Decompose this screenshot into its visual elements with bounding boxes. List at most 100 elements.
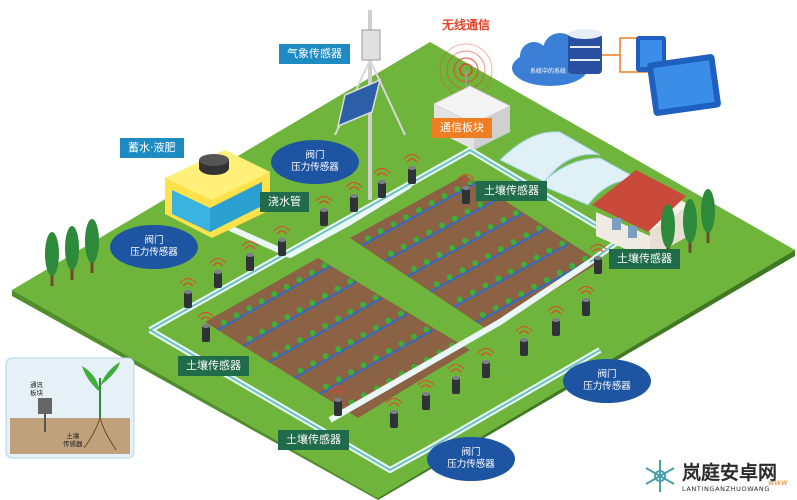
plant	[297, 367, 304, 374]
valve-sensor	[547, 306, 565, 336]
plant	[335, 376, 342, 383]
plant	[308, 269, 315, 276]
plant	[533, 254, 540, 261]
plant	[413, 236, 420, 243]
inset-comm-line1: 通讯	[30, 381, 43, 389]
watermark-url: www	[768, 478, 788, 487]
plant	[518, 290, 525, 297]
plant	[523, 232, 530, 239]
plant	[400, 243, 407, 250]
inset-soil-line1: 土壤	[66, 432, 80, 440]
plant	[283, 283, 290, 290]
plant	[372, 294, 379, 301]
plant	[482, 282, 489, 289]
plant	[556, 269, 563, 276]
tree	[45, 232, 59, 286]
watermark: 岚庭安卓网 LANTINGANZHUOWANG www	[640, 452, 796, 498]
cloud-label: 系统中的系统	[530, 68, 567, 75]
tablet-icon	[647, 54, 721, 116]
drip-line	[319, 329, 434, 395]
valve-sensor	[589, 244, 607, 274]
valve-sensor	[477, 348, 495, 378]
watermark-cn: 岚庭安卓网	[682, 462, 778, 484]
plant	[500, 216, 507, 223]
valve-sensor	[273, 226, 291, 256]
valve-sensor	[197, 312, 215, 342]
plant	[449, 244, 456, 251]
plant	[321, 292, 328, 299]
plant	[322, 323, 329, 329]
plant	[454, 186, 461, 193]
tree	[85, 219, 99, 273]
plant	[397, 310, 404, 317]
watermark-logo-icon	[645, 460, 675, 492]
valve-bubble-1: 阀门 压力传感器	[271, 140, 359, 184]
plant	[221, 319, 228, 326]
valve-bubble-2: 阀门 压力传感器	[110, 225, 198, 269]
plant	[347, 308, 354, 315]
plant	[459, 267, 466, 274]
inset-comm-line2: 板块	[30, 389, 43, 397]
plant	[323, 383, 330, 390]
plant	[373, 355, 380, 361]
plant	[559, 240, 566, 247]
plant	[520, 261, 527, 268]
soil-sensor-tag-3: 土壤传感器	[178, 356, 249, 376]
plant	[322, 353, 329, 360]
greenhouse	[499, 131, 641, 206]
plant	[436, 251, 443, 258]
valve-bubble-line2: 压力传感器	[130, 247, 178, 258]
plant	[309, 299, 316, 306]
plant	[505, 297, 512, 304]
plant	[259, 328, 266, 335]
weather-sensor-tag: 气象传感器	[279, 44, 350, 64]
plant	[387, 250, 394, 257]
plant	[479, 311, 486, 318]
drip-line	[242, 281, 357, 347]
plant	[546, 247, 553, 254]
drip-line	[268, 297, 383, 363]
plant	[321, 262, 328, 269]
plant	[271, 291, 278, 297]
plant	[416, 207, 422, 214]
plant	[469, 289, 476, 296]
plant	[233, 312, 240, 319]
plant	[543, 276, 550, 283]
inset-soil-label: 土壤 传感器	[63, 432, 83, 448]
plant	[403, 214, 410, 221]
plant	[513, 209, 520, 216]
tree	[65, 226, 79, 280]
plant	[569, 262, 576, 269]
plant	[347, 339, 354, 345]
plant	[467, 179, 474, 186]
plant	[296, 276, 303, 283]
wireless-title: 无线通信	[442, 18, 491, 32]
valve-sensor	[385, 398, 403, 428]
soil-sensor-inset	[5, 357, 135, 459]
plant	[310, 360, 317, 367]
plant	[582, 255, 589, 262]
cloud-link-line	[602, 37, 638, 56]
drip-line	[293, 313, 408, 379]
drip-line	[430, 227, 546, 293]
valve-bubble-line1: 阀门	[597, 369, 617, 380]
plant	[446, 274, 453, 281]
valve-sensor	[179, 278, 197, 308]
plant	[271, 321, 278, 328]
plant	[464, 208, 471, 215]
solar-panel	[336, 78, 382, 128]
plant	[296, 307, 303, 313]
drip-line	[361, 181, 477, 247]
valve-sensor	[515, 326, 533, 356]
plant	[477, 201, 484, 208]
water-pipe-tag: 浇水管	[260, 192, 309, 212]
valve-sensor	[329, 386, 347, 416]
plant	[510, 239, 517, 246]
plant-rows	[221, 179, 589, 406]
plant	[428, 200, 435, 207]
plant	[439, 222, 445, 229]
plant	[258, 298, 265, 305]
inset-comm-label: 通讯 板块	[30, 381, 43, 397]
database-server-icon	[568, 29, 602, 74]
plant	[360, 331, 367, 338]
